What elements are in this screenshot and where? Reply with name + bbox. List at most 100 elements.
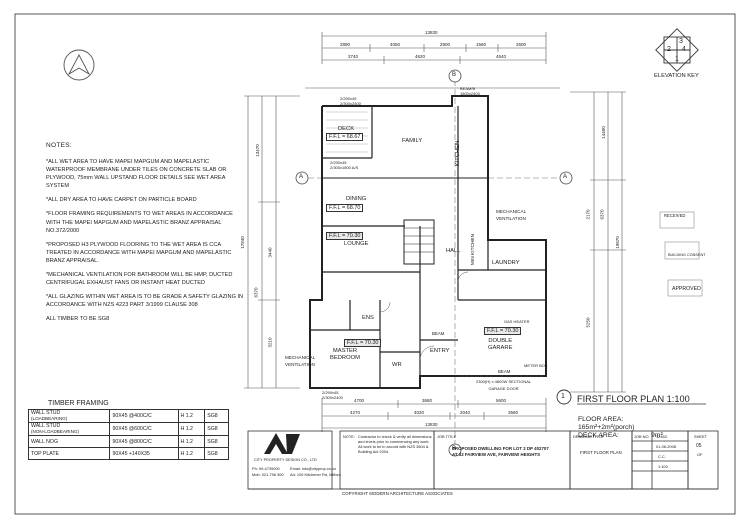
room-master-bedroom: MASTER BEDROOM xyxy=(330,348,360,361)
tf-grade: H 1.2 xyxy=(177,447,206,460)
dim-top: 4620 xyxy=(415,54,426,59)
dim-top: 1560 xyxy=(476,42,487,47)
ffl-deck: F.F.L = 68.67 xyxy=(326,133,364,141)
stamp-consent: BUILDING CONSENT xyxy=(665,242,706,259)
grid-a-left-label: A xyxy=(299,174,304,180)
tb-job-address: AT 32 FAIRVIEW AVE, FAIRVIEW HEIGHTS xyxy=(452,452,541,457)
window-label: 2/300x2400 xyxy=(340,101,361,106)
dim-top: 2600 xyxy=(516,42,527,47)
room-deck: DECK xyxy=(338,126,355,132)
tb-contact-1: Ph: 09-4739000 xyxy=(252,466,280,471)
dim-left: 13470 xyxy=(254,144,260,157)
tb-drawing-title: FIRST FLOOR PLAN xyxy=(580,450,622,455)
tf-sg: SG8 xyxy=(204,422,229,436)
tb-contact-2: Mob: 021-756 900 xyxy=(252,472,284,477)
dim-top: 2900 xyxy=(440,42,451,47)
label-meter-box: METER BOX xyxy=(524,363,548,368)
room-kitchen: KITCHEN xyxy=(455,140,462,167)
dim-right: 19870 xyxy=(614,236,620,249)
dim-left: 6370 xyxy=(253,287,259,298)
elev-key-num-4: 4 xyxy=(682,46,686,53)
plan-number: 1 xyxy=(561,393,565,400)
note-item: *ALL DRY AREA TO HAVE CARPET ON PARTICLE… xyxy=(46,197,197,204)
north-arrow-icon xyxy=(63,49,95,81)
room-laundry: LAUNDRY xyxy=(492,260,520,266)
note-item: *PROPOSED H3 PLYWOOD FLOORING TO THE WET… xyxy=(46,241,232,264)
tb-copyright: COPYRIGHT MODERN ARCHITECTURE ASSOCIATES xyxy=(342,491,453,496)
tf-size: 90X45 @800C/C xyxy=(109,435,179,448)
tf-sub: (LOADBEARING) xyxy=(31,416,68,421)
room-ensuite: ENS xyxy=(362,315,374,321)
elev-key-num-3: 3 xyxy=(679,38,683,45)
tf-size: 90X45 @400C/C xyxy=(109,409,179,423)
plan-number-circle xyxy=(556,389,572,405)
tf-sub: (NON-LOADBEARING) xyxy=(31,429,79,434)
tb-sheet-no: 05 xyxy=(696,443,702,449)
window-label: 2/300x2400 xyxy=(322,395,343,400)
dim-bottom: 3560 xyxy=(508,410,519,415)
note-item: *FLOOR FRAMING REQUIREMENTS TO WET AREAS… xyxy=(46,211,233,234)
ffl-master: F.F.L = 70.30 xyxy=(344,339,382,347)
tb-job-no: 12463 xyxy=(656,434,667,439)
table-row: WALL STUD(LOADBEARING) 90X45 @400C/C H 1… xyxy=(27,409,229,423)
elev-key-num-2: 2 xyxy=(667,46,671,53)
firm-logo-icon xyxy=(264,433,300,454)
dim-left: 3440 xyxy=(267,247,273,258)
tf-item: WALL NOG xyxy=(27,435,111,448)
tf-sg: SG8 xyxy=(204,435,229,448)
timber-framing-table: WALL STUD (LOADBEARING) 90X45 @400C/C H 1… xyxy=(27,409,229,460)
dim-bottom: 4700 xyxy=(354,398,365,403)
label-garage-door: 2300(H) x 4800W SECTIONAL GARAGE DOOR xyxy=(476,379,532,391)
tf-item: WALL STUD xyxy=(31,423,61,429)
dim-bottom-overall: 13830 xyxy=(425,422,438,427)
ffl-lounge: F.F.L = 70.30 xyxy=(326,232,364,240)
dim-left: 3210 xyxy=(267,337,273,348)
tb-drawing-title-label: DRAWING TITLE xyxy=(573,434,604,439)
elevation-key-icon xyxy=(655,28,699,72)
stamp-approved-text: APPROVED xyxy=(672,286,701,292)
stamp-consent-text: BUILDING CONSENT xyxy=(668,253,706,257)
window-label: 2/290x45 xyxy=(322,390,339,395)
notes-title: NOTES: xyxy=(46,142,72,149)
floor-area-label: FLOOR AREA: xyxy=(578,416,624,423)
deck-area-label: DECK AREA: xyxy=(578,432,619,439)
table-row: WALL STUD(NON-LOADBEARING) 90X45 @600C/C… xyxy=(27,422,229,436)
grid-a-right-bubble xyxy=(559,171,573,185)
tf-sg: SG8 xyxy=(204,409,229,423)
dim-top: 3740 xyxy=(348,54,359,59)
dim-bottom: 4270 xyxy=(350,410,361,415)
window-label: 1800x2400 xyxy=(460,91,480,96)
tf-grade: H 1.2 xyxy=(177,422,206,436)
grid-b-bottom-bubble xyxy=(448,443,462,457)
tb-job-no-label: JOB NO. xyxy=(634,434,650,439)
room-hall: HALL xyxy=(446,248,461,254)
tb-drawn: C.C. xyxy=(658,454,666,459)
dim-left: 17840 xyxy=(239,236,245,249)
tf-grade: H 1.2 xyxy=(177,435,206,448)
elev-key-num-1: 1 xyxy=(675,56,679,63)
elevation-key-label: ELEVATION KEY xyxy=(654,73,699,79)
note-item: *ALL WET AREA TO HAVE MAPEI MAPGUM AND M… xyxy=(46,159,227,190)
room-dining: DINING xyxy=(346,196,367,202)
tb-address: Ad: 100 Kitchener Rd, Milford xyxy=(290,472,341,477)
room-double-garage: DOUBLE GARARE xyxy=(488,338,513,351)
dim-right: 2170 xyxy=(585,209,591,220)
room-entry: ENTRY xyxy=(430,348,450,354)
ffl-dining: F.F.L = 68.70 xyxy=(326,204,364,212)
stamp-received: RECEIVED xyxy=(660,212,694,228)
dim-right: 5250 xyxy=(585,317,591,328)
grid-a-left-bubble xyxy=(295,171,309,185)
label-gas-heater: GAS HEATER xyxy=(504,319,530,324)
tf-item: TOP PLATE xyxy=(27,447,111,460)
sheet-border xyxy=(14,13,736,515)
tb-firm: CITY PROPERTY DESIGN CO., LTD xyxy=(254,458,317,462)
tb-job-title-label: JOB TITLE xyxy=(437,434,457,439)
label-mech-vent-2: MECHANICAL VENTILATION xyxy=(285,355,316,367)
stamp-approved: APPROVED xyxy=(668,280,702,296)
window-label: BEAM/B xyxy=(460,86,476,91)
floor-plan-walls xyxy=(309,95,547,389)
grid-b-top-bubble xyxy=(448,69,462,83)
window-label: 2/290x45 xyxy=(340,96,357,101)
